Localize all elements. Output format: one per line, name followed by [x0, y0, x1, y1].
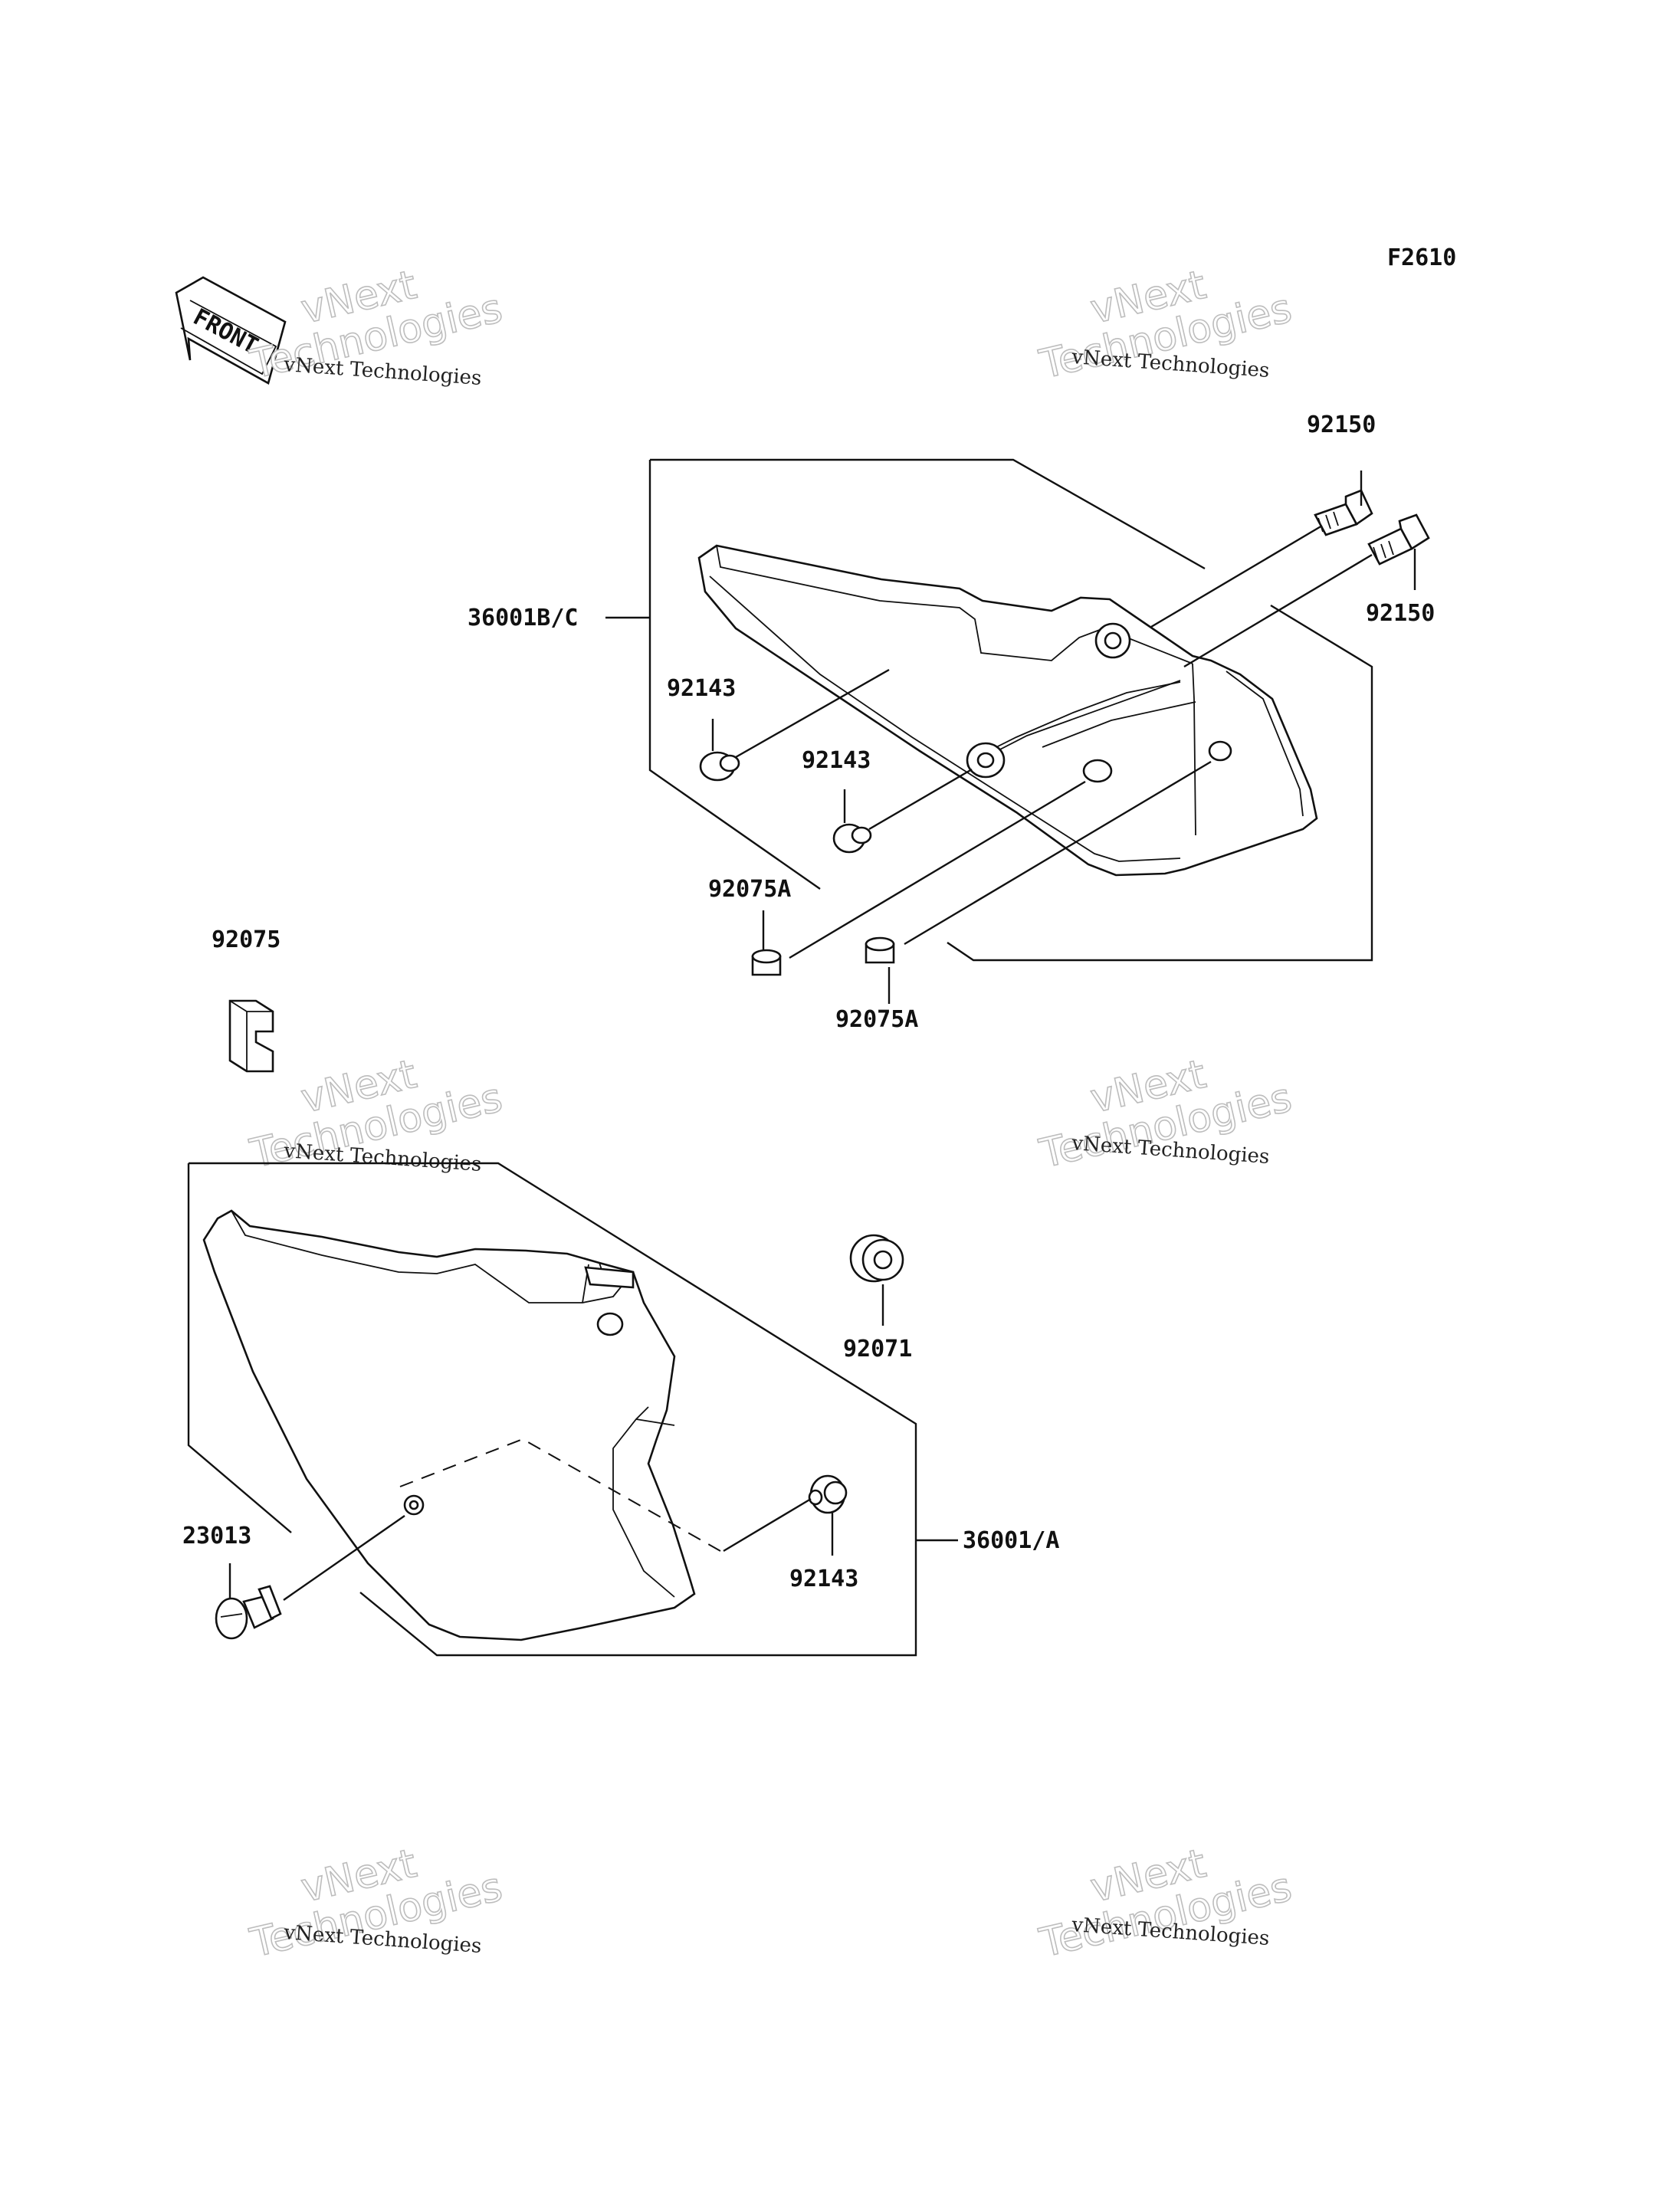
label-grommet-lower: 92143 — [789, 1566, 858, 1592]
label-bolt-a: 92150 — [1307, 412, 1376, 438]
upper-assembly-frame — [648, 458, 1373, 962]
grommet-icon-lower — [808, 1474, 848, 1514]
label-grommet-large: 92071 — [843, 1336, 912, 1362]
label-grommet-upper-a: 92143 — [667, 675, 736, 702]
label-grommet-upper-b: 92143 — [802, 747, 871, 774]
label-collar-a: 92075A — [708, 876, 791, 903]
lower-side-cover — [202, 1209, 721, 1641]
grommet-icon-upper-a — [699, 751, 740, 782]
grommet-icon-upper-b — [832, 823, 872, 854]
label-cover-lower: 36001/A — [963, 1527, 1059, 1554]
grommet-icon-large — [849, 1234, 904, 1283]
bolt-icon-a — [1314, 489, 1373, 536]
label-clip: 92075 — [212, 926, 281, 953]
upper-side-cover — [697, 544, 1318, 877]
label-cover-upper: 36001B/C — [468, 605, 579, 631]
label-bolt-b: 92150 — [1366, 600, 1435, 627]
collar-icon-b — [865, 936, 895, 964]
label-collar-b: 92075A — [835, 1006, 918, 1033]
fastener-icon — [215, 1585, 282, 1640]
collar-icon-a — [751, 949, 782, 976]
clip-icon — [228, 999, 274, 1073]
figure-code: F2610 — [1387, 244, 1456, 271]
label-fastener: 23013 — [182, 1523, 251, 1549]
bolt-icon-b — [1367, 513, 1430, 566]
